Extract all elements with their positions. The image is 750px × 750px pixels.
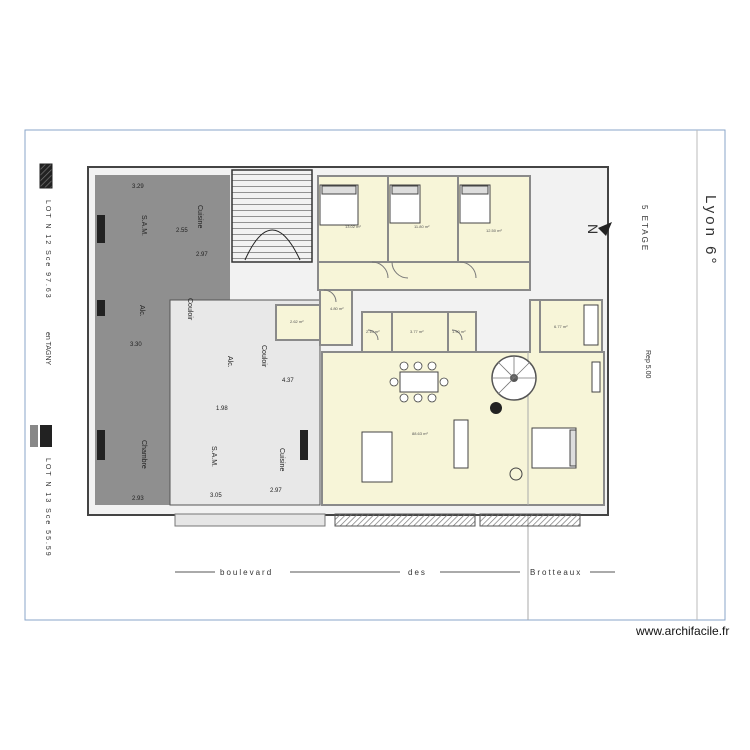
- balcony-left: [174, 513, 326, 527]
- room-alc-2: Alc.: [226, 356, 233, 368]
- room-sam-2-dims: 3.05: [210, 493, 222, 499]
- stair-curve: [244, 229, 301, 261]
- dining-table: [399, 371, 439, 393]
- dining-chairs: [389, 361, 449, 403]
- area-bedroom-2: 11.80 m²: [414, 224, 430, 229]
- room-couloir-2: Couloir: [260, 345, 267, 368]
- room-sam-1-dims: 3.29: [132, 184, 144, 190]
- room-couloir-1-dims: 2.97: [196, 252, 208, 258]
- watermark[interactable]: www.archifacile.fr: [636, 624, 730, 638]
- area-living: 88.63 m²: [412, 431, 428, 436]
- corridor: [317, 261, 531, 291]
- plant: [509, 467, 523, 481]
- street-word-3: Brotteaux: [530, 568, 582, 577]
- street-word-1: boulevard: [220, 568, 273, 577]
- room-couloir-2-dims: 4.37: [282, 378, 294, 384]
- bath-fixture: [583, 304, 599, 346]
- balcony-2: [479, 513, 581, 527]
- room-alc-1-dims: 3.30: [130, 342, 142, 348]
- area-wc: 1.90 m²: [452, 329, 466, 334]
- small-room-2: [319, 289, 353, 346]
- area-bath-1: 2.10 m²: [366, 329, 380, 334]
- cabinet: [591, 361, 601, 393]
- owner-label: en TAGNY: [44, 332, 51, 366]
- room-cuisine-1: Cuisine: [196, 205, 203, 228]
- room-sam-1: S.A.M.: [140, 215, 147, 236]
- floor-label: 5 ETAGE: [640, 205, 649, 252]
- room-alc-2-dims: 1.98: [216, 406, 228, 412]
- area-small-1: 2.62 m²: [290, 319, 304, 324]
- room-cuisine-2: Cuisine: [278, 448, 285, 471]
- lot-top-label: LOT N 12 Sce 97.63: [44, 200, 51, 300]
- room-cuisine-1-dims: 2.55: [176, 228, 188, 234]
- city-label: Lyon 6°: [702, 195, 719, 266]
- main-staircase: [231, 169, 313, 263]
- street-word-2: des: [408, 568, 427, 577]
- balcony-1: [334, 513, 476, 527]
- sofa-counter: [453, 419, 469, 469]
- north-arrow: [598, 222, 612, 236]
- room-alc-1: Alc.: [138, 305, 145, 317]
- room-chambre-dims: 2.93: [132, 496, 144, 502]
- doors: [323, 261, 477, 341]
- bathroom-1: [361, 311, 393, 353]
- wc: [447, 311, 477, 353]
- hatch-box: [39, 163, 53, 189]
- area-bath-3: 6.77 m²: [554, 324, 568, 329]
- area-bath-2: 3.77 m²: [410, 329, 424, 334]
- window-markers: [30, 164, 308, 460]
- lot-bottom-label: LOT N 13 Sce 55.59: [44, 458, 51, 558]
- area-bedroom-3: 12.50 m²: [486, 228, 502, 233]
- ref-label: Rep 5.00: [644, 350, 651, 379]
- area-small-2: 4.80 m²: [330, 306, 344, 311]
- small-room-1: [275, 304, 321, 341]
- kitchen-island: [361, 431, 393, 483]
- area-bedroom-1: 13.02 m²: [345, 224, 361, 229]
- beds: [319, 184, 577, 469]
- column: [490, 402, 502, 414]
- north-label: N: [585, 224, 601, 234]
- room-chambre: Chambre: [140, 440, 147, 469]
- room-cuisine-2-dims: 2.97: [270, 488, 282, 494]
- room-sam-2: S.A.M.: [210, 446, 217, 467]
- room-couloir-1: Couloir: [186, 298, 193, 321]
